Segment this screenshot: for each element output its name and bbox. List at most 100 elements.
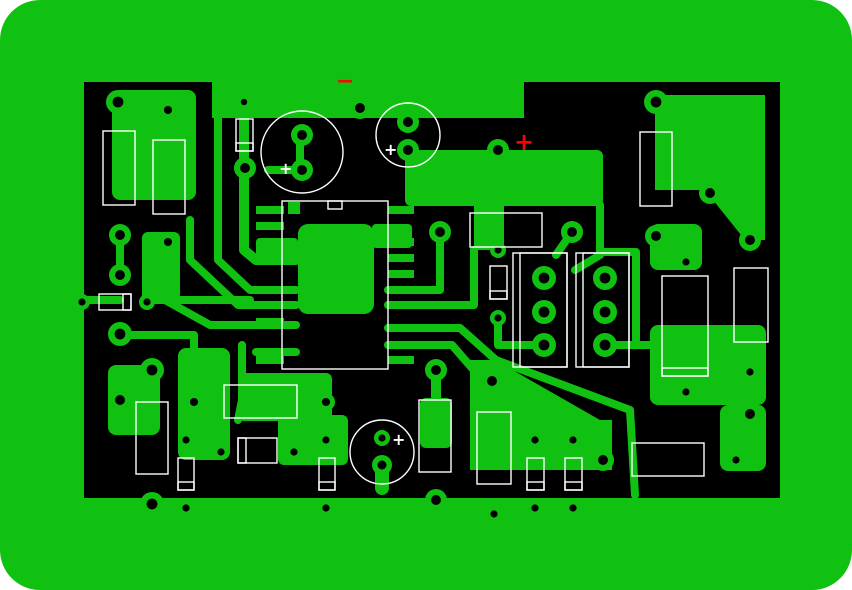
pad-hole-2 [163,105,173,115]
pad-hole-20 [115,270,125,280]
pad-hole-25 [538,272,550,284]
copper-pour-left-center [178,348,230,460]
pad-hole-28 [599,272,611,284]
pad-hole-35 [115,395,125,405]
pad-hole-3 [240,98,248,106]
pad-hole-15 [494,246,502,254]
silk-connector-right-inner [582,252,630,368]
silk-smd-left-line [122,293,132,311]
ic-footprint [256,202,414,364]
silk-resistor-r1 [102,130,136,206]
minus-marker: − [336,69,354,94]
ic-pin-left-1 [256,206,284,214]
pad-hole-5 [297,130,307,140]
pad-hole-24 [114,328,126,340]
copper-pour-left-pad [256,238,298,260]
pad-hole-54 [431,495,441,505]
trace-10 [384,246,478,309]
trace-4 [161,236,300,329]
trace-18 [596,248,640,344]
silk-resistor-mid-low [418,399,452,473]
ic-pin-left-5 [256,318,284,326]
silk-resistor-bottom-right [631,442,705,477]
trace-1 [239,111,301,265]
trace-2 [214,106,300,294]
pad-hole-6 [240,163,250,173]
ic-pin-right-3 [388,254,414,262]
silk-smd-bottom-2-line [318,481,336,491]
trace-11 [384,324,639,499]
copper-pour-mid-bottom [420,398,452,448]
pad-hole-10 [493,145,503,155]
pad-hole-48 [569,436,577,444]
silk-resistor-r2 [152,139,186,215]
silk-resistor-bottom-left [135,401,169,475]
pad-hole-11 [650,96,662,108]
pad-hole-29 [599,306,611,318]
pad-hole-13 [745,235,755,245]
pad-hole-34 [146,364,158,376]
pad-hole-19 [115,230,125,240]
ic-pin-left-2 [256,222,284,230]
pad-hole-41 [182,436,190,444]
pad-hole-30 [599,339,611,351]
capacitor-2-plus-label: + [384,140,397,159]
trace-15 [494,314,549,349]
silk-component-right-line [661,367,709,377]
trace-9 [384,228,444,294]
pad-hole-53 [322,504,330,512]
pad-hole-7 [297,165,307,175]
capacitor-3-plus-label: + [392,430,405,449]
ic-pin1-marker [288,202,300,214]
copper-pour-top-center [405,150,603,206]
through-hole-pads [74,90,761,522]
ic-pin-right-4 [388,270,414,278]
silkscreen: + + + [98,102,769,491]
ic-pin-right-7 [388,356,414,364]
copper-pour-left-low [108,365,160,435]
pad-hole-9 [403,145,413,155]
pad-hole-1 [112,96,124,108]
pad-hole-49 [598,455,608,465]
pad-hole-52 [182,504,190,512]
pad-hole-32 [431,365,441,375]
capacitor-1-plus-label: + [279,159,292,178]
pad-hole-4 [355,103,365,113]
silk-connector-left-inner [519,252,568,368]
ic-pin-left-7 [256,356,284,364]
plus-marker: + [514,128,534,156]
copper-pour-top-right [655,95,765,240]
pad-hole-26 [538,306,550,318]
silk-capacitor-2 [375,102,441,168]
trace-13 [234,341,246,424]
pad-hole-16 [567,227,577,237]
pad-hole-37 [321,397,331,407]
pad-hole-43 [290,448,298,456]
pad-hole-12 [705,188,715,198]
trace-12 [384,341,482,379]
trace-3 [186,216,300,309]
copper-pour-center-block [298,224,374,314]
silk-resistor-far-right [733,267,769,343]
pad-hole-47 [531,436,539,444]
pad-hole-31 [494,314,502,322]
pad-hole-39 [682,388,690,396]
copper-pour-top-left [112,90,196,200]
pad-hole-17 [651,231,661,241]
silk-resistor-top-right [639,131,673,207]
pad-hole-14 [435,227,445,237]
pad-hole-22 [78,298,86,306]
ic-pin-right-2 [388,238,414,246]
silk-smd-center-line [489,290,508,300]
pad-hole-36 [189,397,199,407]
pad-hole-44 [322,436,330,444]
pad-hole-8 [403,117,413,127]
pad-hole-18 [682,258,690,266]
pad-hole-33 [487,376,497,386]
pad-hole-42 [217,448,225,456]
silk-resistor-center-low [223,384,298,419]
silk-capacitor-1 [260,110,344,194]
copper-pour-center-low [238,373,332,421]
pad-hole-45 [378,434,386,442]
